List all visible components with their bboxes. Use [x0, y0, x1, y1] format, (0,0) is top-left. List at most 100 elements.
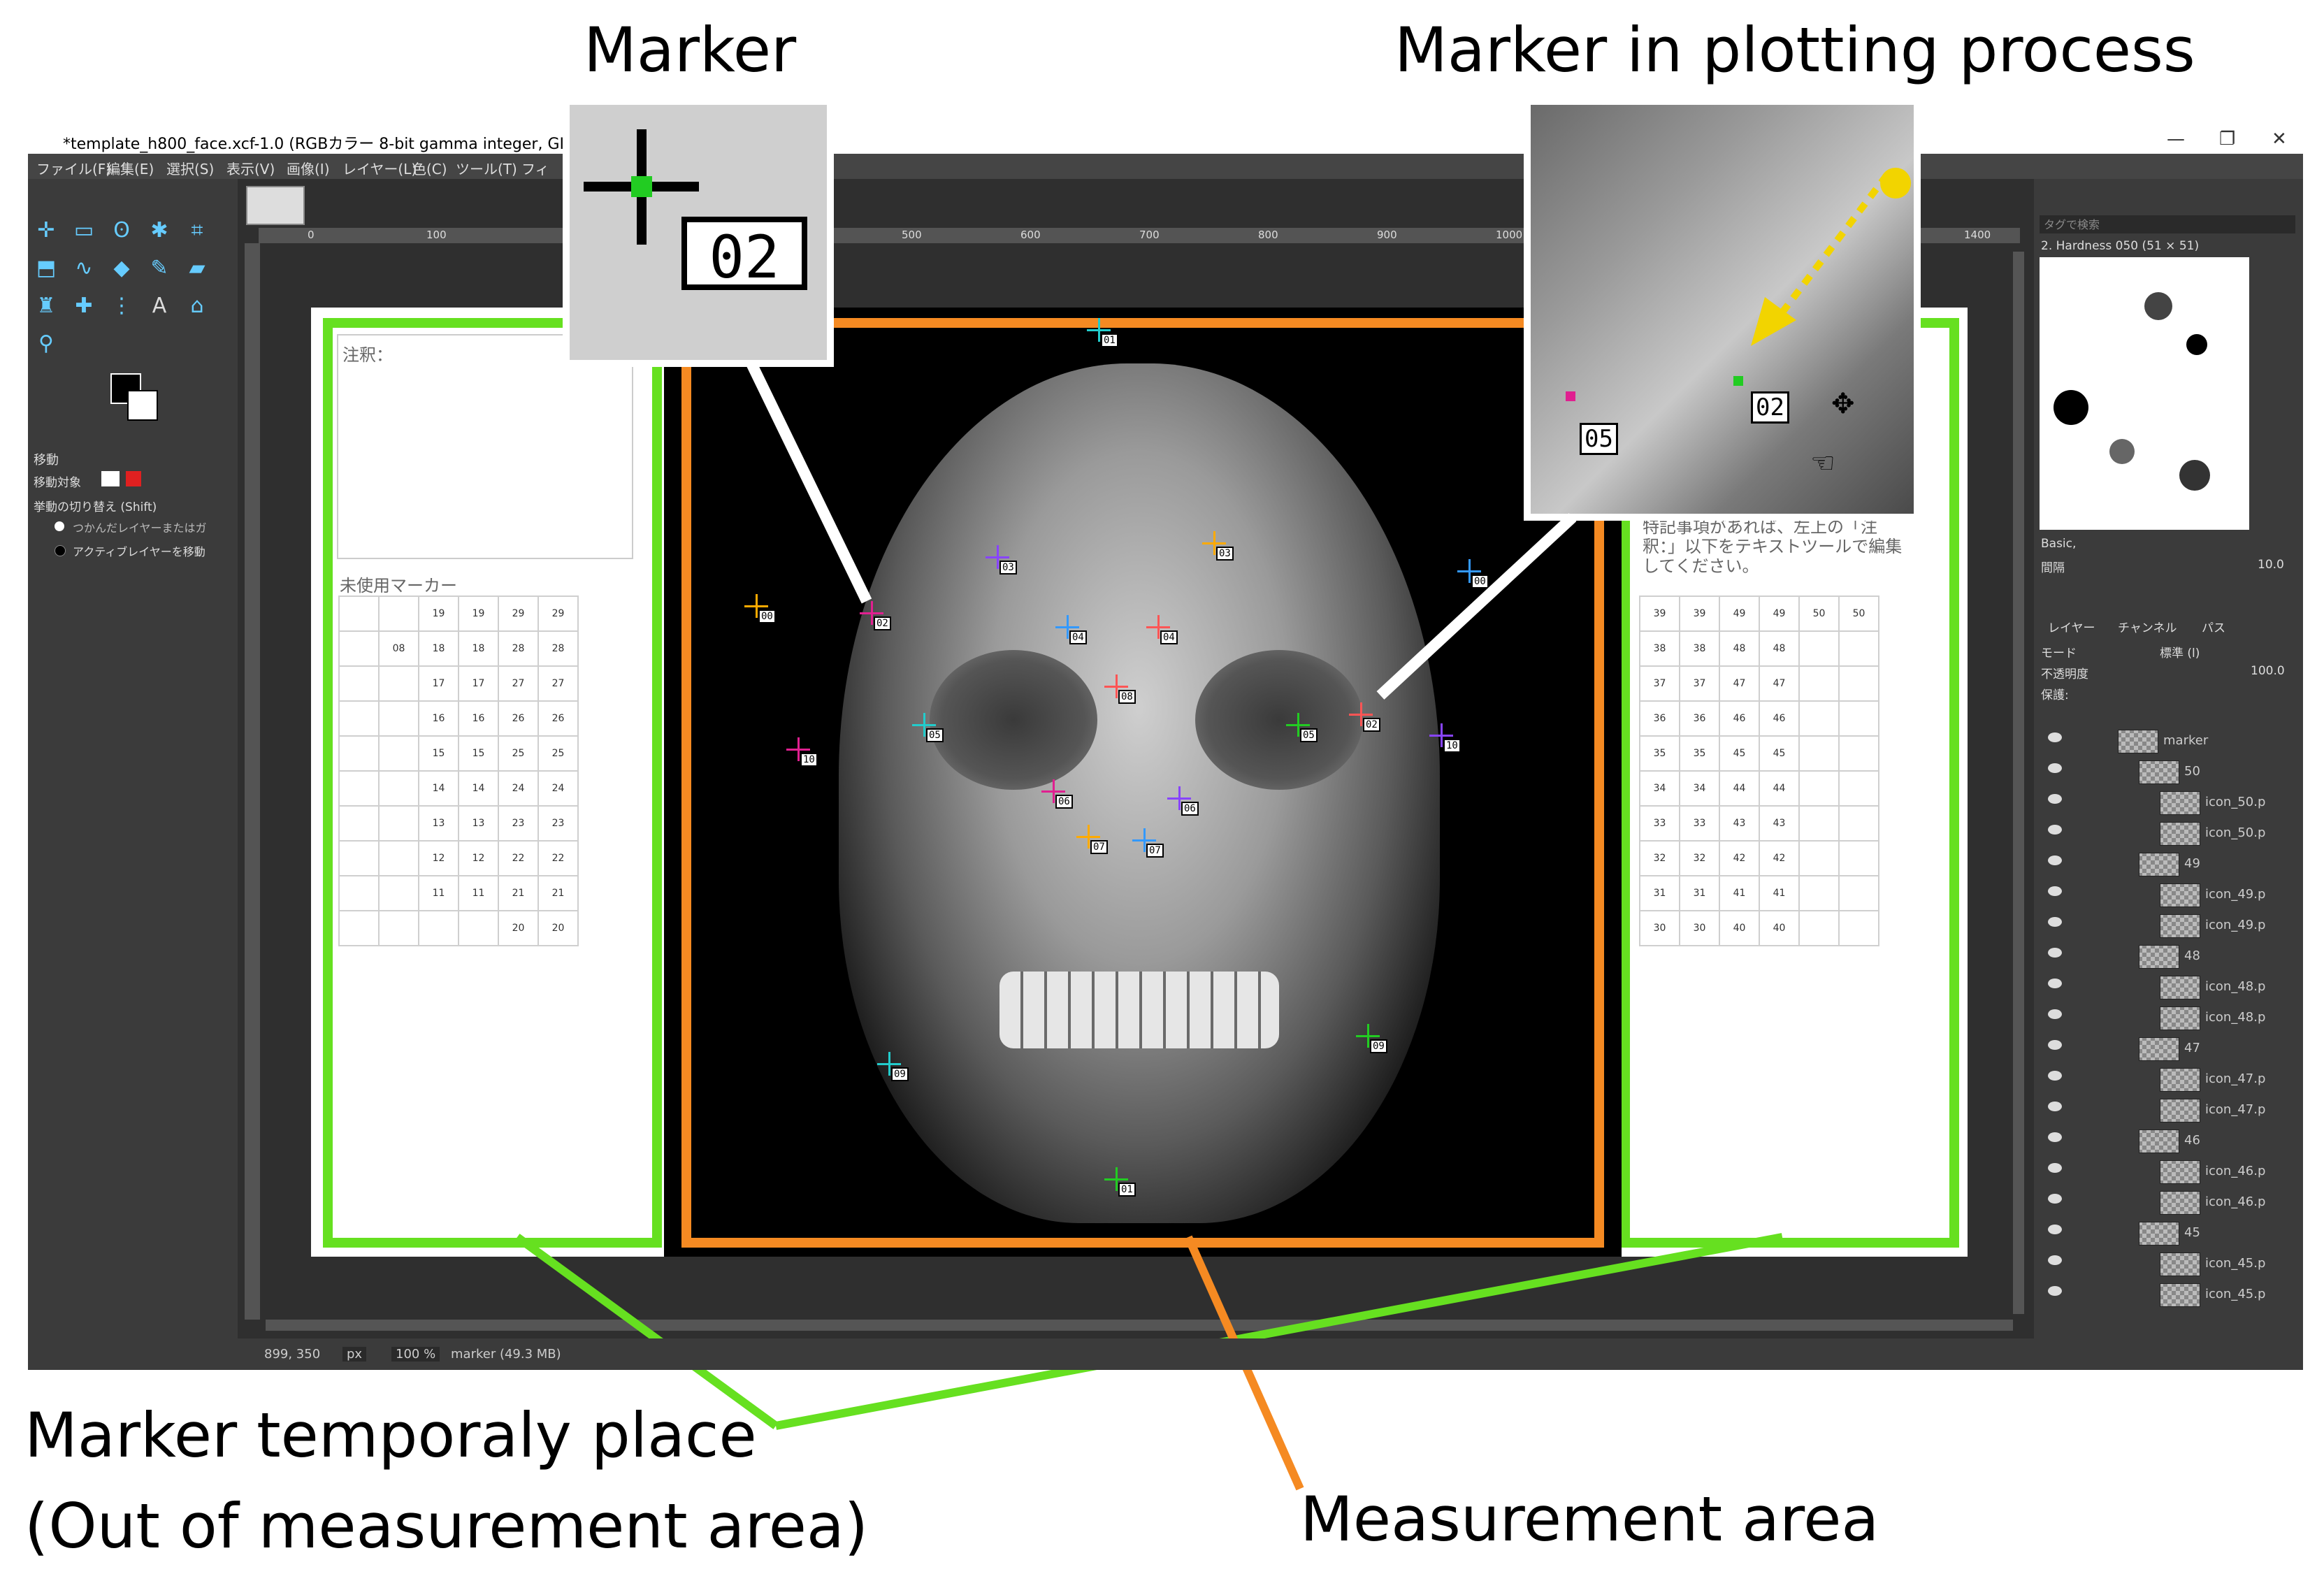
measurement-marker[interactable]: 07	[1076, 825, 1108, 854]
eye-icon[interactable]	[2048, 763, 2062, 773]
layer-row[interactable]: icon_48.p	[2041, 1004, 2293, 1032]
channels-tab[interactable]: チャンネル	[2118, 621, 2177, 635]
marker-cell[interactable]: 31	[1639, 875, 1680, 911]
marker-cell[interactable]: 39	[1639, 595, 1680, 632]
zoom-icon[interactable]: ⚲	[38, 331, 54, 356]
option1-radio[interactable]	[55, 521, 64, 531]
marker-cell[interactable]: 30	[1679, 910, 1720, 946]
eye-icon[interactable]	[2048, 948, 2062, 958]
restore-button[interactable]: ❐	[2219, 129, 2236, 150]
layer-row[interactable]: 46	[2041, 1127, 2293, 1155]
marker-cell[interactable]: 37	[1679, 665, 1720, 702]
marker-cell[interactable]: 40	[1759, 910, 1800, 946]
marker-cell[interactable]: 14	[458, 770, 499, 807]
path-icon[interactable]: ⋮	[111, 294, 132, 318]
marker-cell[interactable]: 39	[1679, 595, 1720, 632]
brush-preview[interactable]	[2054, 390, 2088, 425]
menu-tools[interactable]: ツール(T)	[456, 161, 517, 178]
tag-search-input[interactable]: タグで検索	[2040, 215, 2295, 233]
marker-cell[interactable]: 14	[418, 770, 459, 807]
layer-row[interactable]: 45	[2041, 1219, 2293, 1247]
marker-cell[interactable]: 46	[1759, 700, 1800, 737]
brush-preview[interactable]	[2179, 460, 2210, 491]
measurement-marker[interactable]: 09	[877, 1052, 909, 1081]
menu-color[interactable]: 色(C)	[412, 161, 447, 178]
eye-icon[interactable]	[2048, 1040, 2062, 1050]
marker-cell[interactable]: 25	[498, 735, 539, 772]
marker-cell[interactable]: 24	[498, 770, 539, 807]
marker-cell[interactable]: 47	[1759, 665, 1800, 702]
marker-cell[interactable]: 19	[418, 595, 459, 632]
layer-mode-icon[interactable]	[101, 471, 120, 486]
measurement-marker[interactable]: 00	[1457, 559, 1489, 589]
opacity-value[interactable]: 100.0	[2251, 664, 2285, 678]
menu-image[interactable]: 画像(I)	[287, 161, 330, 178]
lasso-icon[interactable]: ʘ	[113, 218, 130, 243]
menu-edit[interactable]: 編集(E)	[106, 161, 154, 178]
measurement-marker[interactable]: 02	[860, 601, 891, 630]
marker-cell[interactable]: 36	[1639, 700, 1680, 737]
option2-radio[interactable]	[55, 545, 66, 556]
bg-color-swatch[interactable]	[127, 390, 158, 421]
warp-icon[interactable]: ∿	[75, 256, 93, 280]
layer-row[interactable]: icon_45.p	[2041, 1280, 2293, 1308]
layer-row[interactable]: icon_46.p	[2041, 1188, 2293, 1216]
marker-cell[interactable]: 12	[458, 840, 499, 876]
menu-layer[interactable]: レイヤー(L)	[342, 161, 417, 178]
marker-cell[interactable]: 49	[1719, 595, 1760, 632]
marker-cell[interactable]: 21	[537, 875, 579, 911]
marker-cell[interactable]: 28	[498, 630, 539, 667]
marker-cell[interactable]: 18	[418, 630, 459, 667]
marker-cell[interactable]: 20	[498, 910, 539, 946]
marker-cell[interactable]: 50	[1798, 595, 1840, 632]
measurement-marker[interactable]: 03	[1202, 531, 1234, 561]
measurement-marker[interactable]: 06	[1167, 786, 1199, 816]
measurement-marker[interactable]: 05	[912, 713, 944, 742]
eye-icon[interactable]	[2048, 979, 2062, 988]
marker-cell[interactable]: 17	[418, 665, 459, 702]
layer-row[interactable]: 49	[2041, 850, 2293, 878]
marker-cell[interactable]: 32	[1639, 840, 1680, 876]
brush-preview[interactable]	[2144, 292, 2172, 320]
menu-select[interactable]: 選択(S)	[166, 161, 215, 178]
marker-cell[interactable]: 45	[1759, 735, 1800, 772]
measurement-marker[interactable]: 02	[1349, 702, 1380, 732]
layer-row[interactable]: 48	[2041, 942, 2293, 970]
layer-row[interactable]: marker	[2041, 727, 2293, 755]
brush-preview[interactable]	[2186, 334, 2207, 355]
marker-cell[interactable]: 45	[1719, 735, 1760, 772]
marker-cell[interactable]: 29	[537, 595, 579, 632]
measurement-marker[interactable]: 08	[1104, 674, 1136, 704]
brush-grid[interactable]	[2040, 257, 2249, 530]
close-button[interactable]: ✕	[2272, 129, 2287, 150]
marker-cell[interactable]: 16	[418, 700, 459, 737]
marker-cell[interactable]: 34	[1679, 770, 1720, 807]
menu-file[interactable]: ファイル(F)	[36, 161, 112, 178]
menu-view[interactable]: 表示(V)	[226, 161, 275, 178]
image-tab-thumb[interactable]	[246, 186, 305, 225]
marker-cell[interactable]: 35	[1639, 735, 1680, 772]
eye-icon[interactable]	[2048, 1009, 2062, 1019]
layer-row[interactable]: icon_45.p	[2041, 1250, 2293, 1278]
marker-cell[interactable]: 13	[458, 805, 499, 842]
marker-cell[interactable]: 41	[1759, 875, 1800, 911]
marker-cell[interactable]: 35	[1679, 735, 1720, 772]
heal-icon[interactable]: ✚	[75, 294, 93, 318]
eye-icon[interactable]	[2048, 1225, 2062, 1234]
measurement-marker[interactable]: 10	[786, 737, 818, 767]
layer-row[interactable]: icon_47.p	[2041, 1096, 2293, 1124]
marker-cell[interactable]: 33	[1679, 805, 1720, 842]
layer-row[interactable]: icon_47.p	[2041, 1065, 2293, 1093]
marker-cell[interactable]: 11	[458, 875, 499, 911]
marker-cell[interactable]: 44	[1759, 770, 1800, 807]
measurement-marker[interactable]: 01	[1104, 1167, 1136, 1197]
marker-cell[interactable]: 29	[498, 595, 539, 632]
marker-cell[interactable]: 26	[498, 700, 539, 737]
eye-icon[interactable]	[2048, 732, 2062, 742]
move-tool-icon[interactable]: ✛	[37, 218, 55, 243]
brush-preview[interactable]	[2109, 439, 2135, 464]
eraser-icon[interactable]: ▰	[189, 256, 205, 280]
marker-cell[interactable]: 36	[1679, 700, 1720, 737]
text-icon[interactable]: A	[152, 294, 167, 318]
marker-cell[interactable]: 13	[418, 805, 459, 842]
